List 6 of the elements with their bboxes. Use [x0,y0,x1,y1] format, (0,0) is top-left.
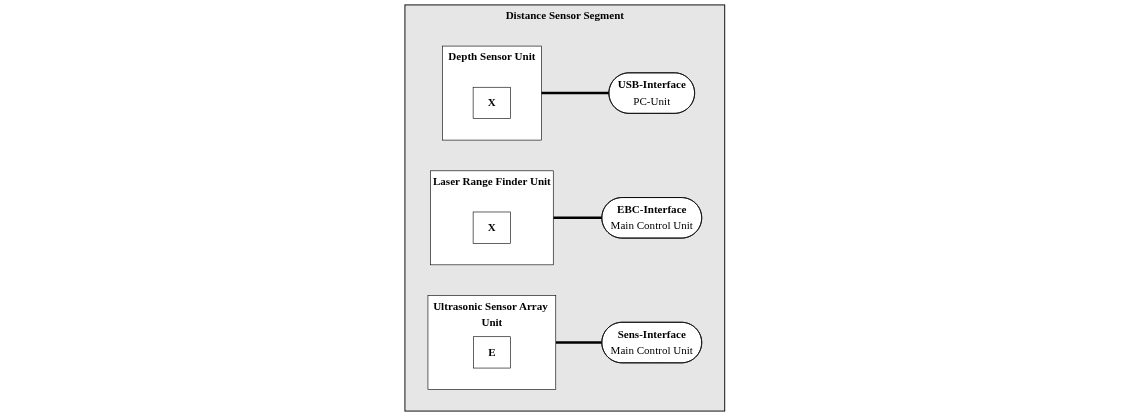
connector [541,91,610,95]
connector [555,341,602,344]
connector [553,216,602,220]
node-box: E [473,336,511,369]
node-box: X [473,211,512,244]
node-box: X [473,86,512,119]
